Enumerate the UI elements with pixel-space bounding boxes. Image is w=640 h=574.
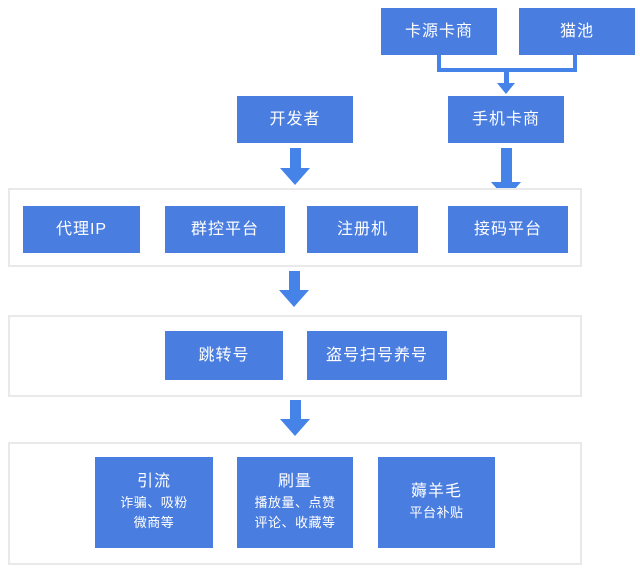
- node-title: 引流: [136, 472, 171, 490]
- arrow-down-icon: [497, 83, 515, 94]
- node-jump-account: 跳转号: [165, 331, 283, 380]
- node-fake-volume: 刷量 播放量、点赞评论、收藏等: [237, 457, 353, 548]
- node-title: 刷量: [277, 472, 312, 490]
- node-card-source-merchant: 卡源卡商: [381, 8, 497, 55]
- node-proxy-ip: 代理IP: [23, 206, 140, 253]
- node-group-control-platform: 群控平台: [165, 206, 285, 253]
- connector-line: [504, 70, 509, 84]
- node-developer: 开发者: [237, 96, 353, 143]
- node-title: 薅羊毛: [410, 482, 462, 500]
- node-subtitle: 平台补贴: [409, 505, 464, 521]
- connector-line: [573, 55, 577, 72]
- group-accounts-layer: [8, 315, 582, 397]
- node-subtitle: 播放量、点赞评论、收藏等: [254, 494, 336, 531]
- arrow-down-icon: [279, 271, 309, 307]
- connector-line: [437, 55, 441, 72]
- node-wool-pulling: 薅羊毛 平台补贴: [378, 457, 495, 548]
- arrow-down-icon: [280, 400, 310, 436]
- node-phone-card-merchant: 手机卡商: [448, 96, 564, 143]
- node-account-hacking: 盗号扫号养号: [307, 331, 447, 380]
- node-sms-code-platform: 接码平台: [448, 206, 568, 253]
- node-register-machine: 注册机: [307, 206, 418, 253]
- node-traffic-funnel: 引流 诈骗、吸粉微商等: [95, 457, 213, 548]
- node-subtitle: 诈骗、吸粉微商等: [120, 494, 188, 531]
- arrow-down-icon: [280, 148, 310, 185]
- node-cat-pool: 猫池: [519, 8, 635, 55]
